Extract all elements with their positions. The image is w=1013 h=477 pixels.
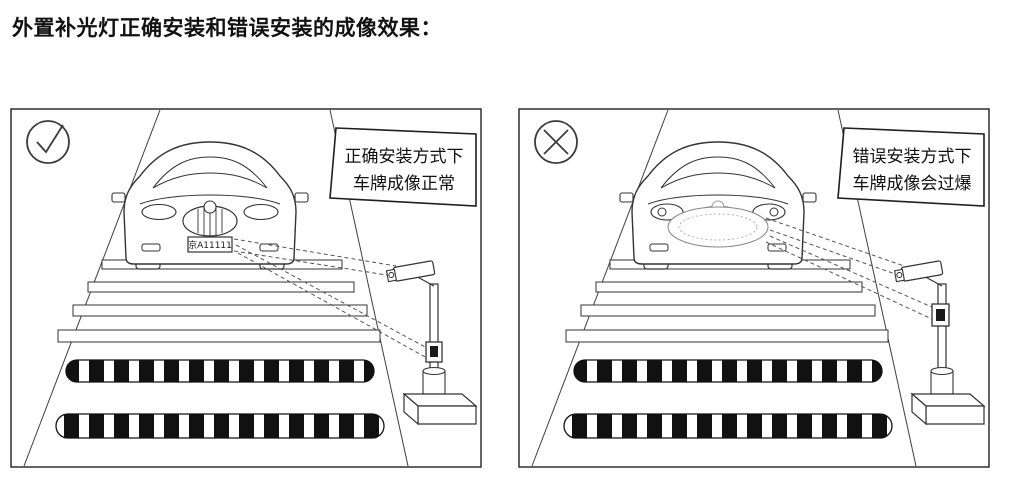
camera-assembly — [893, 260, 986, 426]
side-mirror-left — [619, 192, 634, 203]
stop-bar — [563, 413, 893, 439]
light-path-lines — [233, 238, 428, 359]
fog-light-left — [649, 243, 669, 252]
headlight-left — [141, 203, 177, 221]
license-plate — [187, 236, 233, 253]
pole-base-cap — [422, 366, 446, 376]
pedestal-front — [925, 405, 985, 425]
headlight-right — [243, 203, 279, 221]
panel-wrong-installation: 错误安装方式下 车牌成像会过爆 — [518, 108, 990, 468]
overexposure-glare — [678, 213, 758, 241]
stop-bar — [55, 413, 385, 439]
check-icon — [26, 120, 70, 164]
camera-icon — [893, 260, 944, 283]
headlight-right — [752, 203, 786, 221]
headlight-left-lamp — [657, 207, 667, 217]
callout-line1: 正确安装方式下 — [345, 147, 464, 167]
hood-line — [647, 194, 789, 205]
side-mirror-right — [802, 192, 817, 203]
fog-light-left — [141, 243, 161, 252]
stop-bar — [65, 359, 375, 383]
fog-light-right — [767, 243, 787, 252]
windshield — [660, 156, 776, 189]
wrong-installation-diagram: 错误安装方式下 车牌成像会过爆 — [518, 108, 990, 468]
car-illustration: 京A11111 — [111, 141, 309, 270]
overexposure-halo — [667, 206, 769, 248]
callout-line2: 车牌成像正常 — [353, 174, 455, 194]
camera-icon — [385, 260, 436, 283]
callout-box: 错误安装方式下 车牌成像会过爆 — [837, 127, 985, 207]
pedestal-front — [417, 405, 477, 425]
pole — [937, 283, 947, 377]
fill-light-lens — [430, 346, 438, 357]
hood-line — [139, 194, 281, 205]
pedestal-side — [403, 392, 419, 426]
camera-assembly — [385, 260, 478, 426]
correct-installation-diagram: 京A11111 正确安装方式下 车牌成像正常 — [10, 108, 482, 468]
light-path-lines — [765, 217, 935, 321]
windshield — [152, 156, 268, 189]
fill-light-lens — [936, 309, 945, 321]
callout-box: 正确安装方式下 车牌成像正常 — [329, 127, 477, 207]
headlight-left — [650, 203, 684, 221]
callout-line1: 错误安装方式下 — [853, 147, 972, 167]
car-illustration — [619, 141, 817, 270]
callout-line2: 车牌成像会过爆 — [853, 174, 972, 194]
side-mirror-right — [294, 192, 309, 203]
pedestal-side — [911, 392, 927, 426]
stop-bars — [563, 359, 893, 439]
stop-bar — [573, 359, 883, 383]
page-title: 外置补光灯正确安装和错误安装的成像效果： — [12, 16, 442, 40]
brand-logo — [203, 200, 217, 214]
pole-base-cap — [930, 366, 954, 376]
side-mirror-left — [111, 192, 126, 203]
headlight-right-lamp — [769, 207, 779, 217]
fog-light-right — [259, 243, 279, 252]
stop-bars — [55, 359, 385, 439]
license-plate-text: 京A11111 — [188, 239, 232, 251]
panel-correct-installation: 京A11111 正确安装方式下 车牌成像正常 — [10, 108, 482, 468]
cross-icon — [534, 120, 578, 164]
